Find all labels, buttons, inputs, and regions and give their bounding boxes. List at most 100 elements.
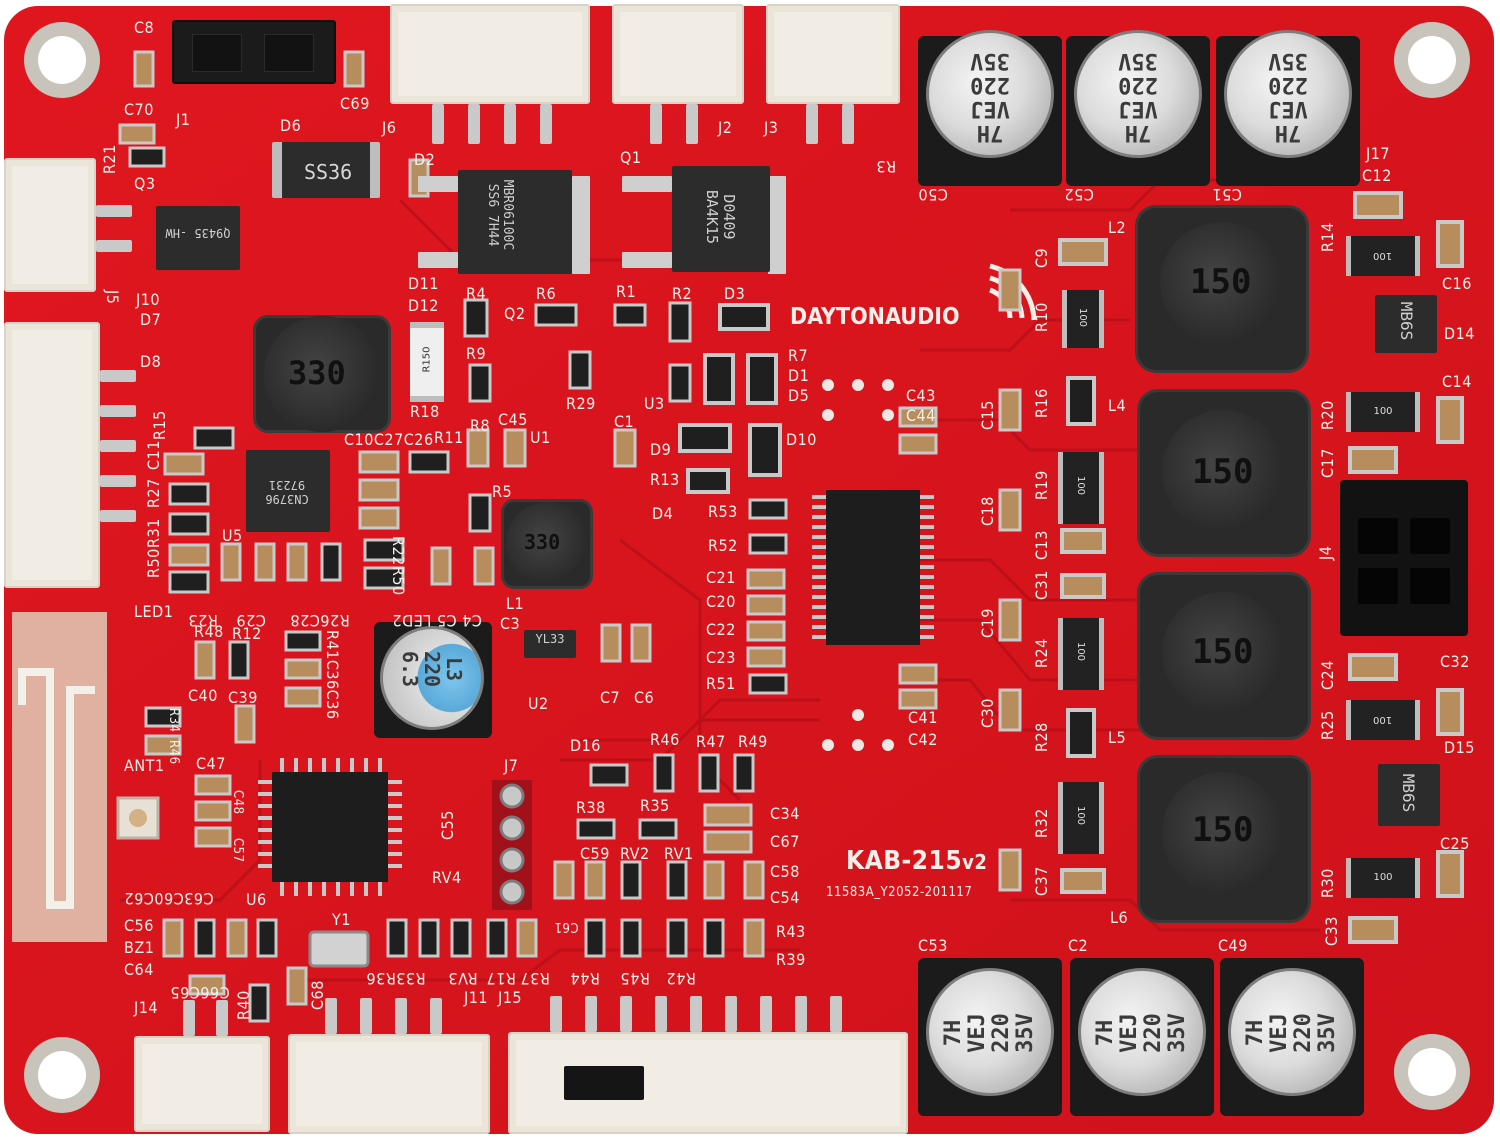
j11-pin <box>360 998 372 1034</box>
connector-j3[interactable] <box>766 4 900 104</box>
label-r51: R51 <box>706 674 736 693</box>
ic-q3-marking: Q9435 -HW <box>165 226 231 240</box>
label-c31: C31 <box>1032 570 1051 600</box>
label-r27: R27 <box>144 478 163 508</box>
label-c40: C40 <box>188 686 218 705</box>
j15-pin <box>550 996 562 1032</box>
connector-j11[interactable] <box>288 1034 490 1134</box>
resistor-r30-value: 100 <box>1373 872 1393 883</box>
thermal-vias <box>822 379 894 751</box>
label-r20: R20 <box>1318 400 1337 430</box>
label-r34: R34 <box>166 708 181 733</box>
label-c58: C58 <box>770 862 800 881</box>
inductor-l7-marking: 330 <box>288 354 346 392</box>
label-r48: R48 <box>194 622 224 641</box>
label-r8: R8 <box>470 416 491 435</box>
label-c68: C68 <box>308 980 327 1010</box>
label-c23: C23 <box>706 648 736 667</box>
connector-j1[interactable] <box>172 20 336 84</box>
label-c44: C44 <box>906 406 936 425</box>
label-r33r36: R33R36 <box>366 969 426 988</box>
cap-c53-marking: 7H VEJ 220 35V <box>941 1013 1038 1053</box>
cap-c50-marking: 7H VEJ 220 35V <box>970 48 1010 145</box>
label-c2: C2 <box>1068 936 1089 955</box>
connector-j5[interactable] <box>4 158 96 292</box>
resistor-r19-value: 100 <box>1075 475 1087 496</box>
connector-j4[interactable] <box>1340 480 1468 636</box>
label-r4: R4 <box>466 284 487 303</box>
bluetooth-ic <box>272 772 388 882</box>
label-d7: D7 <box>140 310 162 329</box>
label-d9: D9 <box>650 440 672 459</box>
mosfet-q1 <box>672 166 770 272</box>
cap-c2-marking: 7H VEJ 220 35V <box>1093 1013 1190 1053</box>
smd-passives <box>118 50 1464 1023</box>
antenna-connector-center <box>129 809 147 827</box>
connector-j10[interactable] <box>4 322 100 588</box>
crystal <box>308 930 370 968</box>
inductor-l2-core <box>1160 222 1282 344</box>
label-j10: J10 <box>136 290 161 309</box>
label-d5: D5 <box>788 386 810 405</box>
label-j2: J2 <box>718 118 733 137</box>
inductor-l5-marking: 150 <box>1192 632 1254 672</box>
label-d6: D6 <box>280 116 302 135</box>
label-r3: R3 <box>876 157 897 176</box>
connector-j14[interactable] <box>134 1036 270 1132</box>
label-y1: Y1 <box>332 910 351 929</box>
label-r11: R11 <box>434 428 464 447</box>
label-r10: R10 <box>1032 302 1051 332</box>
label-r42: R42 <box>666 969 696 988</box>
label-c49: C49 <box>1218 936 1248 955</box>
cap-c52-marking: 7H VEJ 220 35V <box>1118 48 1158 145</box>
label-j15: J15 <box>498 988 523 1007</box>
connector-j2[interactable] <box>612 4 744 104</box>
resistor-r25: 100 <box>1346 700 1420 740</box>
bridge-d15-marking: MB6S <box>1399 773 1418 813</box>
label-r49: R49 <box>738 732 768 751</box>
resistor-r19: 100 <box>1058 452 1104 524</box>
capacitor-c50 <box>926 30 1054 158</box>
label-r18: R18 <box>410 402 440 421</box>
label-c70: C70 <box>124 100 154 119</box>
label-r13: R13 <box>650 470 680 489</box>
label-r30: R30 <box>1318 868 1337 898</box>
label-c11: C11 <box>144 440 163 470</box>
connector-j6[interactable] <box>390 4 590 104</box>
label-c24: C24 <box>1318 660 1337 690</box>
brand-logo-text: DAYTONAUDIO <box>790 304 960 330</box>
d2-lead <box>418 252 458 268</box>
label-c14: C14 <box>1442 372 1472 391</box>
inductor-l1-marking: 330 <box>524 530 561 554</box>
label-r1: R1 <box>616 282 637 301</box>
label-r5: R5 <box>492 482 513 501</box>
label-r29: R29 <box>566 394 596 413</box>
resistor-r10: 100 <box>1062 290 1104 348</box>
label-j11: J11 <box>464 988 489 1007</box>
label-c33: C33 <box>1322 916 1341 946</box>
jumper-shunt[interactable] <box>564 1066 644 1100</box>
inductor-l7-core <box>264 316 380 432</box>
label-c10c27c26: C10C27C26 <box>344 430 434 449</box>
label-r47: R47 <box>696 732 726 751</box>
label-d4: D4 <box>652 504 674 523</box>
j4-cavity <box>1410 518 1450 554</box>
j15-pin <box>620 996 632 1032</box>
bridge-d14 <box>1375 295 1437 353</box>
j2-pin <box>650 104 662 144</box>
j10-pin <box>100 510 136 522</box>
label-u6: U6 <box>246 890 267 909</box>
amplifier-ic-pins <box>812 495 934 639</box>
cap-l3-marking: L3 220 6.3 <box>398 650 466 688</box>
label-r16: R16 <box>1032 388 1051 418</box>
label-c7: C7 <box>600 688 621 707</box>
label-j14: J14 <box>134 998 159 1017</box>
label-d16: D16 <box>570 736 601 755</box>
label-c54: C54 <box>770 888 800 907</box>
j6-pin <box>468 104 480 144</box>
label-c21: C21 <box>706 568 736 587</box>
label-r19: R19 <box>1032 470 1051 500</box>
label-q2: Q2 <box>504 304 526 323</box>
j6-pin <box>432 104 444 144</box>
ic-u5-marking: CN3796 97231 <box>265 478 309 506</box>
